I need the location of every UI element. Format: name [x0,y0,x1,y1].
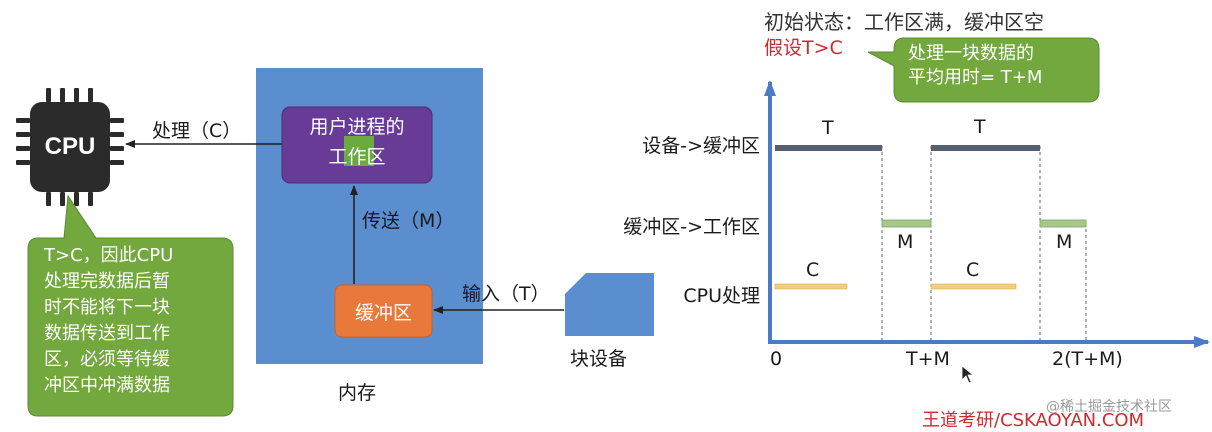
top-callout-line: 处理一块数据的 [908,43,1034,64]
tick-label: T+M [906,348,950,370]
bar-label-m: M [897,231,914,253]
left-callout-line: 数据传送到工作 [44,323,170,344]
left-callout-line: 冲区中冲满数据 [44,375,170,396]
memory-caption: 内存 [338,382,377,404]
left-callout-bubble [27,194,234,417]
bar-label-c: C [806,259,820,281]
buffer-label: 缓冲区 [354,301,412,324]
left-callout-line: T>C，因此CPU [44,245,174,266]
row-label-cpu-process: CPU处理 [683,285,760,307]
work-area-label: 用户进程的 工作区 [282,112,432,172]
cpu-label: CPU [44,133,96,160]
top-callout-line: 平均用时= T+M [908,67,1043,88]
state-title: 初始状态：工作区满，缓冲区空 [764,10,1044,34]
bar-cpu-process-1 [774,283,848,290]
cpu-chip-icon [16,88,124,206]
bar-cpu-process-2 [930,283,1017,290]
block-device-label: 块设备 [570,348,628,370]
work-area-line: 用户进程的 [309,116,405,138]
data-block [344,136,374,166]
input-label: 输入（T） [462,283,550,305]
block-device-shape [565,273,654,336]
row-label-device-to-buffer: 设备->缓冲区 [642,135,760,157]
bar-device-to-buffer-1 [775,145,882,151]
bar-buffer-to-work-2 [1039,219,1087,228]
left-callout-line: 区，必须等待缓 [44,349,170,370]
bar-label-t: T [974,116,986,138]
left-callout-line: 处理完数据后暂 [44,271,170,292]
left-callout-line: 时不能将下一块 [44,297,170,318]
mouse-cursor-icon [961,365,975,384]
bar-label-t: T [822,117,834,139]
transfer-label: 传送（M） [362,210,455,232]
left-callout-text: T>C，因此CPU 处理完数据后暂 时不能将下一块 数据传送到工作 区，必须等待… [44,243,173,399]
buffer-box [334,284,433,338]
assumption-label: 假设T>C [764,37,843,59]
top-callout-text: 处理一块数据的 平均用时= T+M [908,42,1042,90]
row-label-buffer-to-work: 缓冲区->工作区 [623,216,760,238]
top-callout-bubble [867,37,1100,103]
bar-device-to-buffer-2 [931,145,1040,151]
bar-buffer-to-work-1 [881,219,932,228]
tick-label: 0 [770,348,783,370]
watermark-site: @稀土掘金技术社区 [1046,399,1172,415]
tick-label: 2(T+M) [1052,348,1123,370]
work-area-line: 工作区 [328,146,386,168]
process-label: 处理（C） [152,120,242,142]
bar-label-c: C [966,259,980,281]
bar-label-m: M [1056,231,1073,253]
